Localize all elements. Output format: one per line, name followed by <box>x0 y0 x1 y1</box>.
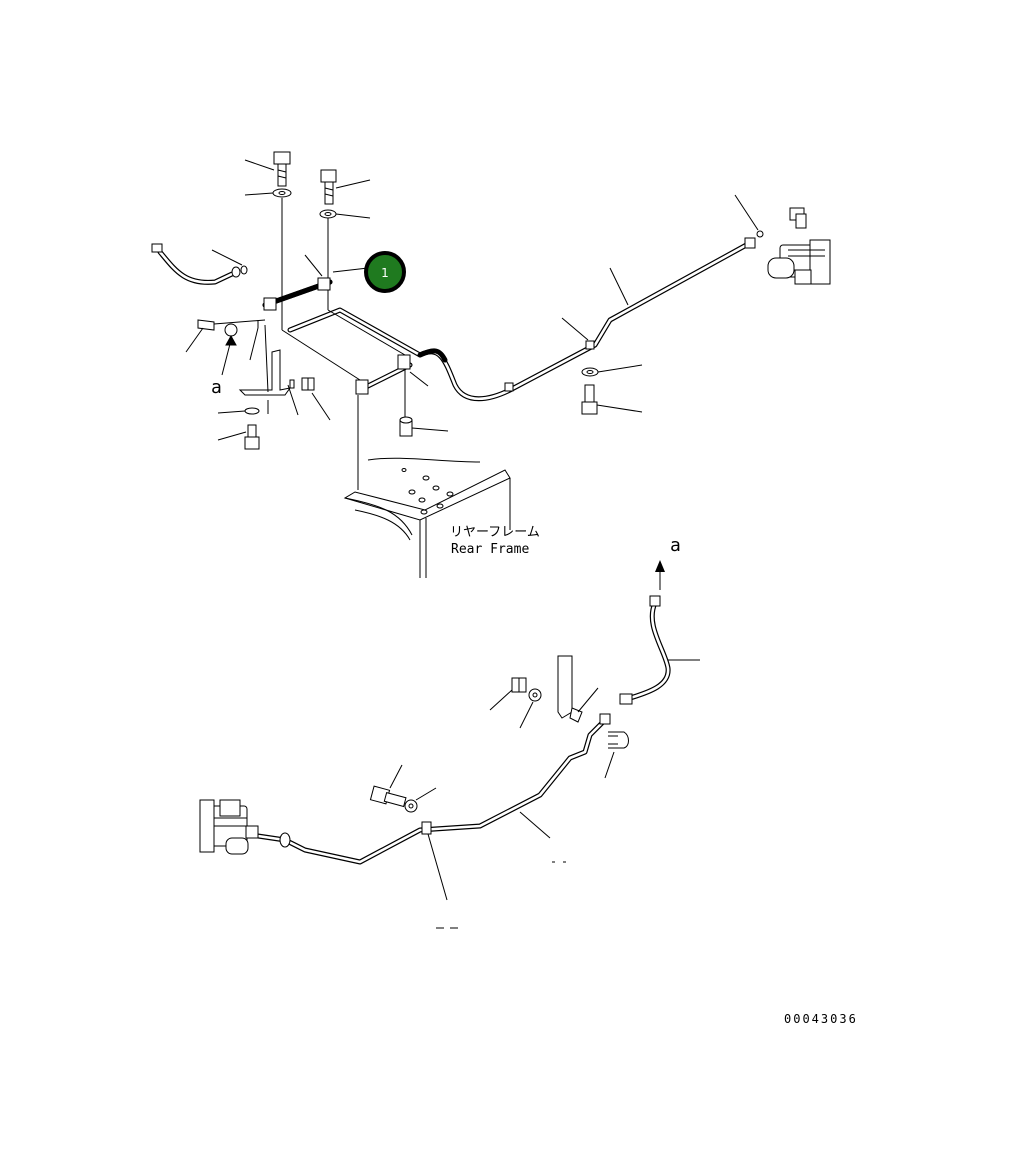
callout-1[interactable]: 1 <box>364 251 406 293</box>
hose-upper-left <box>151 243 248 285</box>
nut-upper <box>301 377 315 391</box>
bolt-lower-mid <box>369 785 407 808</box>
elbow-fitting-left <box>197 319 238 337</box>
bolt-lower-left-upper <box>244 424 260 450</box>
bolt-upper-mid <box>320 169 337 205</box>
ref-mark-top: a <box>211 377 222 398</box>
valve-lower-left <box>199 799 259 855</box>
bracket-left <box>238 349 292 396</box>
callout-number-text: 1 <box>381 266 389 280</box>
u-bolt-lower <box>608 731 629 749</box>
drawing-number: 00043036 <box>784 1012 858 1026</box>
pipe-upper-main <box>262 240 753 402</box>
bolt-upper-right <box>581 384 598 415</box>
rear-frame <box>343 457 511 578</box>
nut-lower <box>511 677 527 693</box>
bolt-upper-left <box>273 151 291 187</box>
washer-upper-left <box>272 188 292 198</box>
frame-label-jp: リヤーフレーム <box>450 525 540 540</box>
spacer-upper <box>399 416 413 437</box>
ref-mark-bottom: a <box>670 535 681 556</box>
pipe-lower-main <box>255 713 611 865</box>
hose-lower-right <box>619 595 671 705</box>
frame-label-en: Rear Frame <box>451 542 529 557</box>
valve-upper-right <box>767 239 831 285</box>
clamp-upper-1 <box>263 277 595 395</box>
washer-upper-mid <box>319 209 337 219</box>
elbow-upper-right <box>789 207 807 229</box>
